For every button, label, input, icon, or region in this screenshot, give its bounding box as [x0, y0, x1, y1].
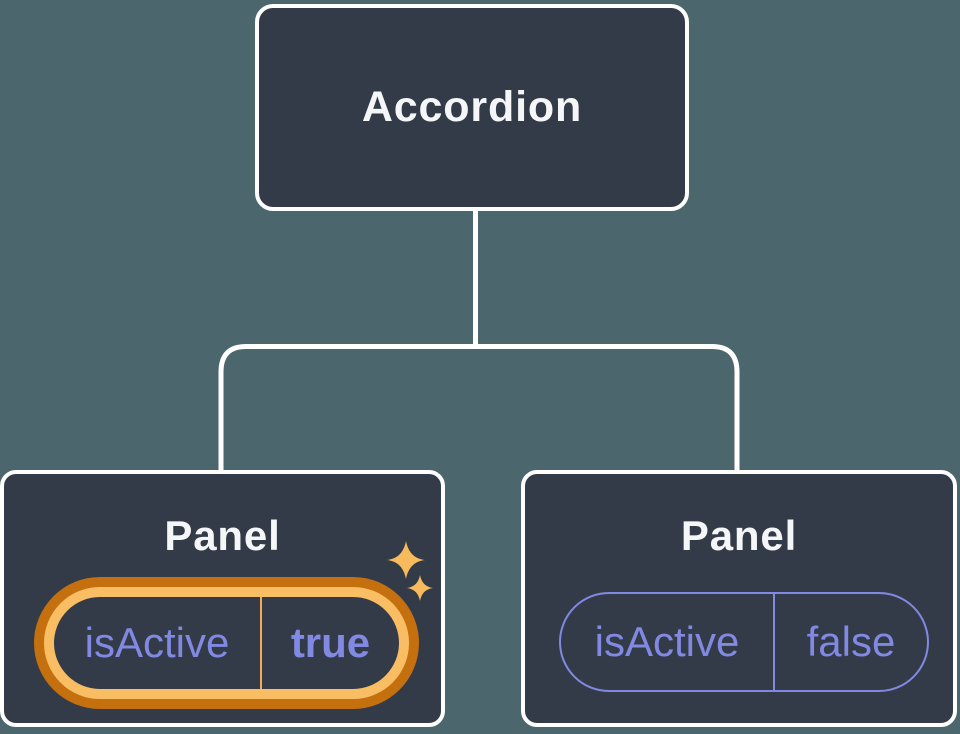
state-value-label: true — [290, 619, 371, 666]
panel-node-label: Panel — [680, 512, 798, 559]
state-value-label: false — [806, 618, 896, 665]
panel-node-label: Panel — [164, 512, 281, 559]
sparkle-stars-icon — [387, 541, 433, 601]
root-node-accordion: Accordion — [255, 4, 689, 211]
state-key-label: isActive — [84, 619, 230, 666]
state-pill-inactive: isActive false — [559, 592, 929, 692]
state-pill-active: isActive true — [44, 587, 409, 699]
state-pill-divider — [260, 597, 262, 689]
root-node-label: Accordion — [361, 83, 583, 131]
state-pill-divider — [773, 594, 775, 690]
state-key-label: isActive — [594, 618, 740, 665]
panel-node-active: Panel isActive true — [0, 470, 445, 727]
panel-node-inactive: Panel isActive false — [521, 470, 957, 727]
